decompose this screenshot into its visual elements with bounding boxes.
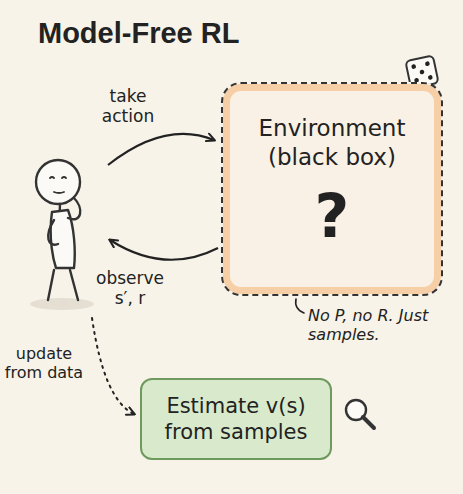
diagram-title: Model-Free RL: [38, 16, 239, 51]
estimate-box: Estimate v(s) from samples: [140, 378, 332, 460]
update-arrow: [92, 318, 134, 414]
question-mark: ?: [315, 186, 350, 246]
box-title: Environment (black box): [242, 114, 422, 172]
action-arrow: [108, 134, 214, 165]
action-label: take action: [92, 86, 164, 127]
note-leader: [296, 299, 304, 313]
observe-label: observe s′, r: [92, 268, 168, 309]
update-label: update from data: [4, 344, 84, 382]
box-text: Estimate v(s) from samples: [154, 393, 318, 446]
environment-box: Environment (black box)?: [221, 82, 443, 296]
magnifier-icon: [346, 400, 374, 428]
thinker-figure: [30, 160, 94, 310]
observe-arrow: [110, 240, 218, 260]
note-text: No P, no R. Just samples.: [308, 306, 448, 344]
